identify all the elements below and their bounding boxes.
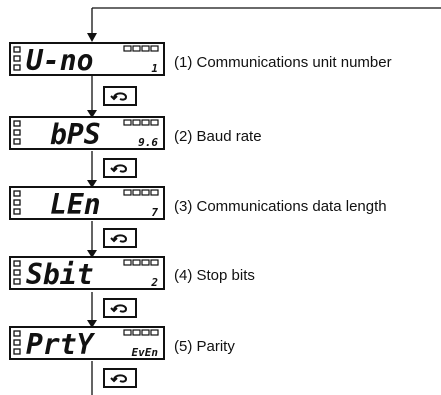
step-label-parity: (5) Parity: [174, 338, 235, 355]
flow-connectors: [87, 76, 97, 395]
lcd-panel-3: LEn 7: [9, 186, 165, 221]
lcd-sub-text: 7: [151, 206, 158, 219]
lcd-panel-2: bPS 9.6: [9, 116, 165, 151]
mode-key-icon: [103, 86, 137, 106]
lcd-main-text: bPS: [50, 118, 101, 151]
mode-key-icon: [103, 158, 137, 178]
lcd-main-text: U-no: [26, 44, 93, 77]
step-label-stop-bits: (4) Stop bits: [174, 267, 255, 284]
step-label-unit-number: (1) Communications unit number: [174, 54, 392, 71]
mode-key-icon: [103, 228, 137, 248]
lcd-sub-text: 9.6: [138, 136, 158, 149]
lcd-main-text: LEn: [50, 188, 101, 221]
return-arrow-icon: [87, 7, 441, 42]
step-label-data-length: (3) Communications data length: [174, 198, 387, 215]
lcd-panel-4: Sbit 2: [9, 256, 165, 291]
lcd-sub-text: 2: [150, 276, 158, 289]
lcd-sub-text: EvEn: [132, 346, 159, 359]
step-label-baud-rate: (2) Baud rate: [174, 128, 262, 145]
mode-key-icon: [103, 298, 137, 318]
lcd-panel-5: PrtY EvEn: [9, 326, 165, 361]
lcd-main-text: Sbit: [26, 258, 93, 291]
lcd-sub-text: 1: [151, 62, 158, 75]
lcd-main-text: PrtY: [26, 328, 96, 361]
lcd-panel-1: U-no 1: [9, 42, 165, 77]
mode-key-icon: [103, 368, 137, 388]
